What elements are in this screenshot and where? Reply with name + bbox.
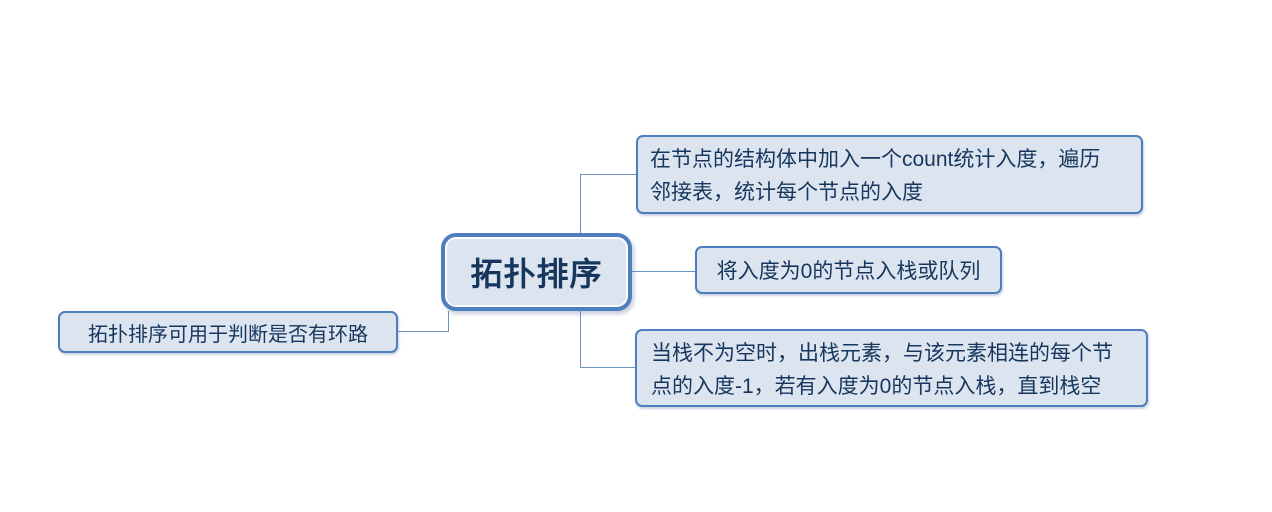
branch-text-line: 邻接表，统计每个节点的入度 (650, 181, 923, 204)
branch-node-count-indegree[interactable]: 在节点的结构体中加入一个count统计入度，遍历 邻接表，统计每个节点的入度 (636, 135, 1143, 214)
branch-node-cycle-detection[interactable]: 拓扑排序可用于判断是否有环路 (58, 311, 398, 353)
branch-label: 将入度为0的节点入栈或队列 (716, 260, 981, 283)
branch-text-line: 当栈不为空时，出栈元素，与该元素相连的每个节 (651, 342, 1113, 365)
branch-node-pop-until-empty[interactable]: 当栈不为空时，出栈元素，与该元素相连的每个节 点的入度-1，若有入度为0的节点入… (635, 329, 1148, 407)
connector-top-horizontal (580, 174, 636, 175)
connector-bottom-horizontal (580, 367, 635, 368)
root-topic-label: 拓扑排序 (470, 256, 603, 292)
root-topic-node[interactable]: 拓扑排序 (441, 233, 632, 311)
connector-left-vertical (448, 311, 449, 332)
connector-middle-horizontal (632, 271, 695, 272)
connector-top-vertical (580, 174, 581, 234)
branch-text-line: 点的入度-1，若有入度为0的节点入栈，直到栈空 (651, 375, 1102, 398)
connector-bottom-vertical (580, 311, 581, 368)
branch-text-line: 在节点的结构体中加入一个count统计入度，遍历 (650, 148, 1101, 171)
branch-label: 拓扑排序可用于判断是否有环路 (88, 323, 368, 346)
branch-node-push-zero-indegree[interactable]: 将入度为0的节点入栈或队列 (695, 246, 1002, 294)
connector-left-horizontal (398, 331, 448, 332)
